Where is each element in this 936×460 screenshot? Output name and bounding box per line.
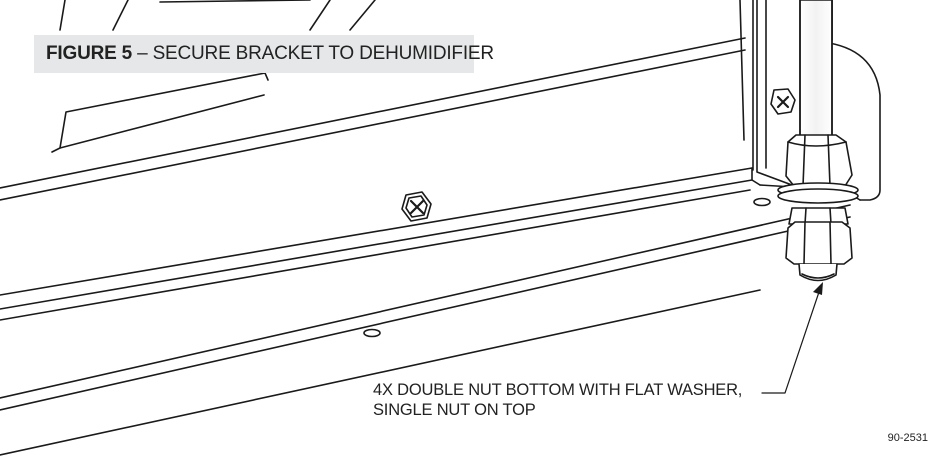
bracket-bolt (770, 88, 796, 115)
callout-line-2: SINGLE NUT ON TOP (373, 401, 536, 419)
figure-title: SECURE BRACKET TO DEHUMIDIFIER (152, 43, 495, 64)
mounting-hole (363, 328, 381, 338)
flat-washer (777, 182, 859, 204)
dehumidifier-body (0, 0, 754, 201)
bottom-nut-2 (785, 221, 853, 265)
figure-label: FIGURE 5 (46, 43, 133, 64)
top-nut (785, 134, 853, 187)
callout-line-1: 4X DOUBLE NUT BOTTOM WITH FLAT WASHER, (373, 381, 743, 399)
part-number: 90-2531 (887, 432, 928, 444)
mounting-hole (753, 197, 771, 207)
panel-rail (0, 167, 851, 456)
figure-caption: FIGURE 5 – SECURE BRACKET TO DEHUMIDIFIE… (34, 35, 494, 73)
rod-end (798, 263, 838, 282)
callout-text: 4X DOUBLE NUT BOTTOM WITH FLAT WASHER, S… (373, 380, 742, 420)
threaded-rod (799, 0, 833, 141)
hex-bolt (401, 191, 432, 222)
callout-leader (761, 282, 823, 394)
figure-separator: – (132, 43, 153, 64)
